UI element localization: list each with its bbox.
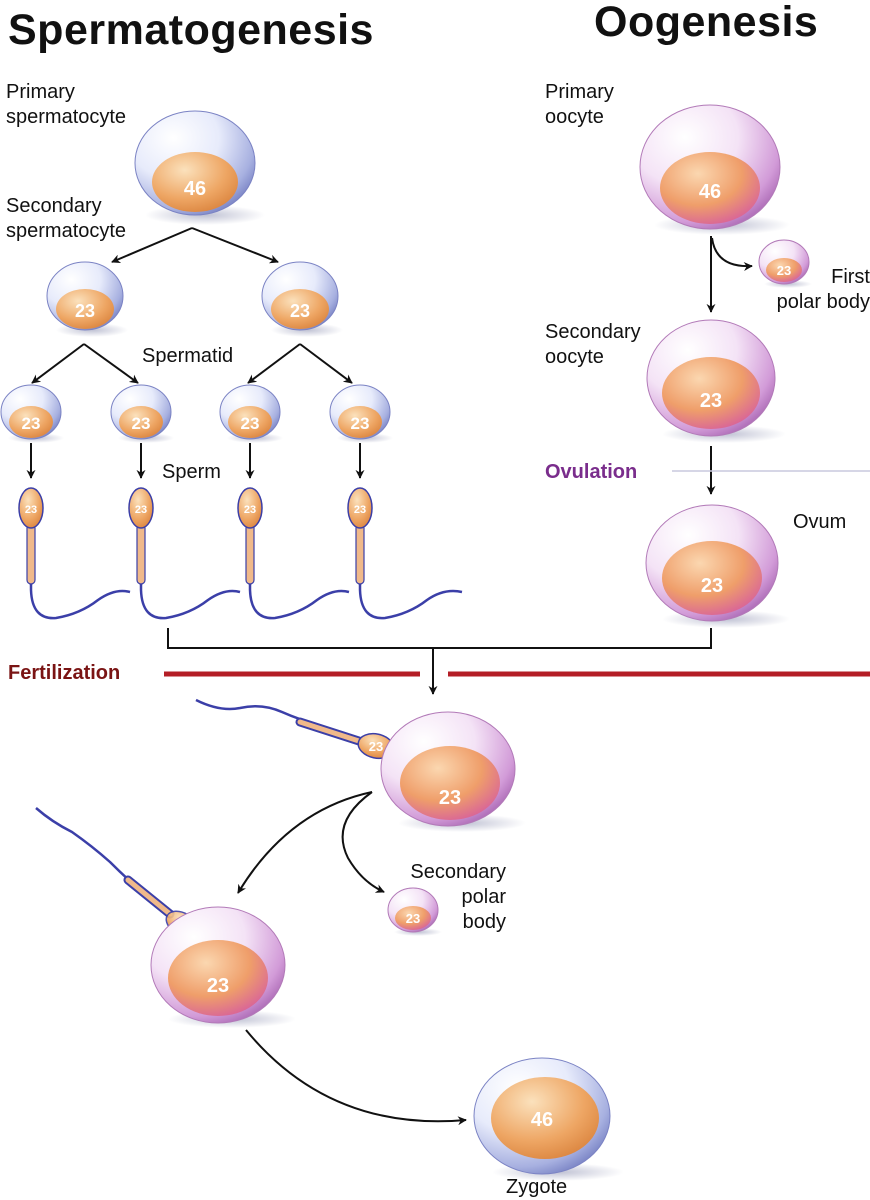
secondary-spermatocyte-left-cell: 23 (46, 261, 128, 337)
fertilized-egg-cell: 23 (380, 711, 526, 832)
arrow-to-first-polar-body (711, 237, 753, 271)
sperm-4-count: 23 (354, 504, 366, 516)
sperm-cells: 23 23 23 23 (18, 487, 463, 620)
first-polar-body-count: 23 (777, 263, 791, 278)
zygote-cell: 46 (473, 1057, 624, 1181)
secondary-oocyte-cell: 23 (646, 319, 786, 443)
fertilized-egg-2-count: 23 (207, 975, 229, 997)
spermatid-label: Spermatid (142, 345, 234, 367)
fertilizing-sperm-count: 23 (369, 739, 383, 754)
sperm-1: 23 (18, 487, 131, 620)
first-polar-body-cell: 23 (758, 239, 812, 288)
zygote-label: Zygote (506, 1176, 568, 1198)
ovum-cell: 23 (645, 504, 790, 628)
sperm-label: Sperm (162, 461, 221, 483)
secondary-spermatocyte-left-count: 23 (75, 301, 95, 321)
secondary-spermatocyte-right-count: 23 (290, 301, 310, 321)
join-bracket (167, 628, 712, 649)
spermatid-1-count: 23 (22, 414, 41, 433)
arrow-to-spermatid-4 (299, 343, 353, 384)
primary-oocyte-cell: 46 (639, 104, 790, 235)
arrow-to-secondary-spermatocyte-right (191, 227, 279, 264)
arrow-to-zygote (245, 1029, 467, 1126)
spermatid-3-count: 23 (241, 414, 260, 433)
secondary-spermatocyte-right-cell: 23 (261, 261, 343, 337)
spermatid-4-count: 23 (351, 414, 370, 433)
arrow-to-spermatid-3 (247, 343, 301, 384)
ovum-count: 23 (701, 575, 723, 597)
spermatid-2: 23 (110, 384, 174, 443)
sperm-2: 23 (128, 487, 241, 620)
primary-spermatocyte-cell: 46 (134, 110, 265, 225)
sperm-3: 23 (237, 487, 350, 620)
primary-spermatocyte-count: 46 (184, 178, 206, 200)
zygote-count: 46 (531, 1109, 553, 1131)
sperm-3-count: 23 (244, 504, 256, 516)
spermatid-2-count: 23 (132, 414, 151, 433)
spermatid-1: 23 (0, 384, 64, 443)
spermatid-3: 23 (219, 384, 283, 443)
primary-oocyte-count: 46 (699, 181, 721, 203)
arrows (26, 227, 753, 1126)
ovum-label: Ovum (793, 511, 847, 533)
sperm-1-count: 23 (25, 504, 37, 516)
arrow-to-spermatid-2 (83, 343, 139, 384)
spermatogenesis-title: Spermatogenesis (8, 6, 374, 54)
secondary-polar-body-count: 23 (406, 911, 420, 926)
oogenesis-title: Oogenesis (594, 0, 819, 46)
fertilized-egg-2-cell: 23 (150, 906, 296, 1028)
primary-oocyte-label: Primary oocyte (545, 81, 614, 128)
arrow-to-spermatid-1 (31, 343, 85, 384)
fertilization-label: Fertilization (8, 662, 121, 684)
secondary-spermatocyte-label: Secondary spermatocyte (6, 195, 127, 242)
arrow-to-secondary-spermatocyte-left (111, 227, 193, 263)
ovulation-label: Ovulation (545, 461, 638, 483)
sperm-4: 23 (347, 487, 463, 620)
arrow-to-second-egg (237, 791, 373, 894)
secondary-oocyte-label: Secondary oocyte (545, 321, 641, 368)
fertilized-egg-count: 23 (439, 787, 461, 809)
first-polar-body-label: First polar body (776, 266, 870, 313)
secondary-polar-body-cell: 23 (387, 887, 442, 936)
sperm-2-count: 23 (135, 504, 147, 516)
arrow-to-secondary-polar-body (341, 791, 385, 893)
spermatid-cells: 23 23 23 23 (0, 384, 393, 443)
primary-spermatocyte-label: Primary spermatocyte (6, 81, 127, 128)
secondary-polar-body-label: Secondary polar body (410, 861, 506, 933)
fertilizing-sperm: 23 (195, 698, 395, 760)
spermatid-4: 23 (329, 384, 393, 443)
secondary-oocyte-count: 23 (700, 390, 722, 412)
